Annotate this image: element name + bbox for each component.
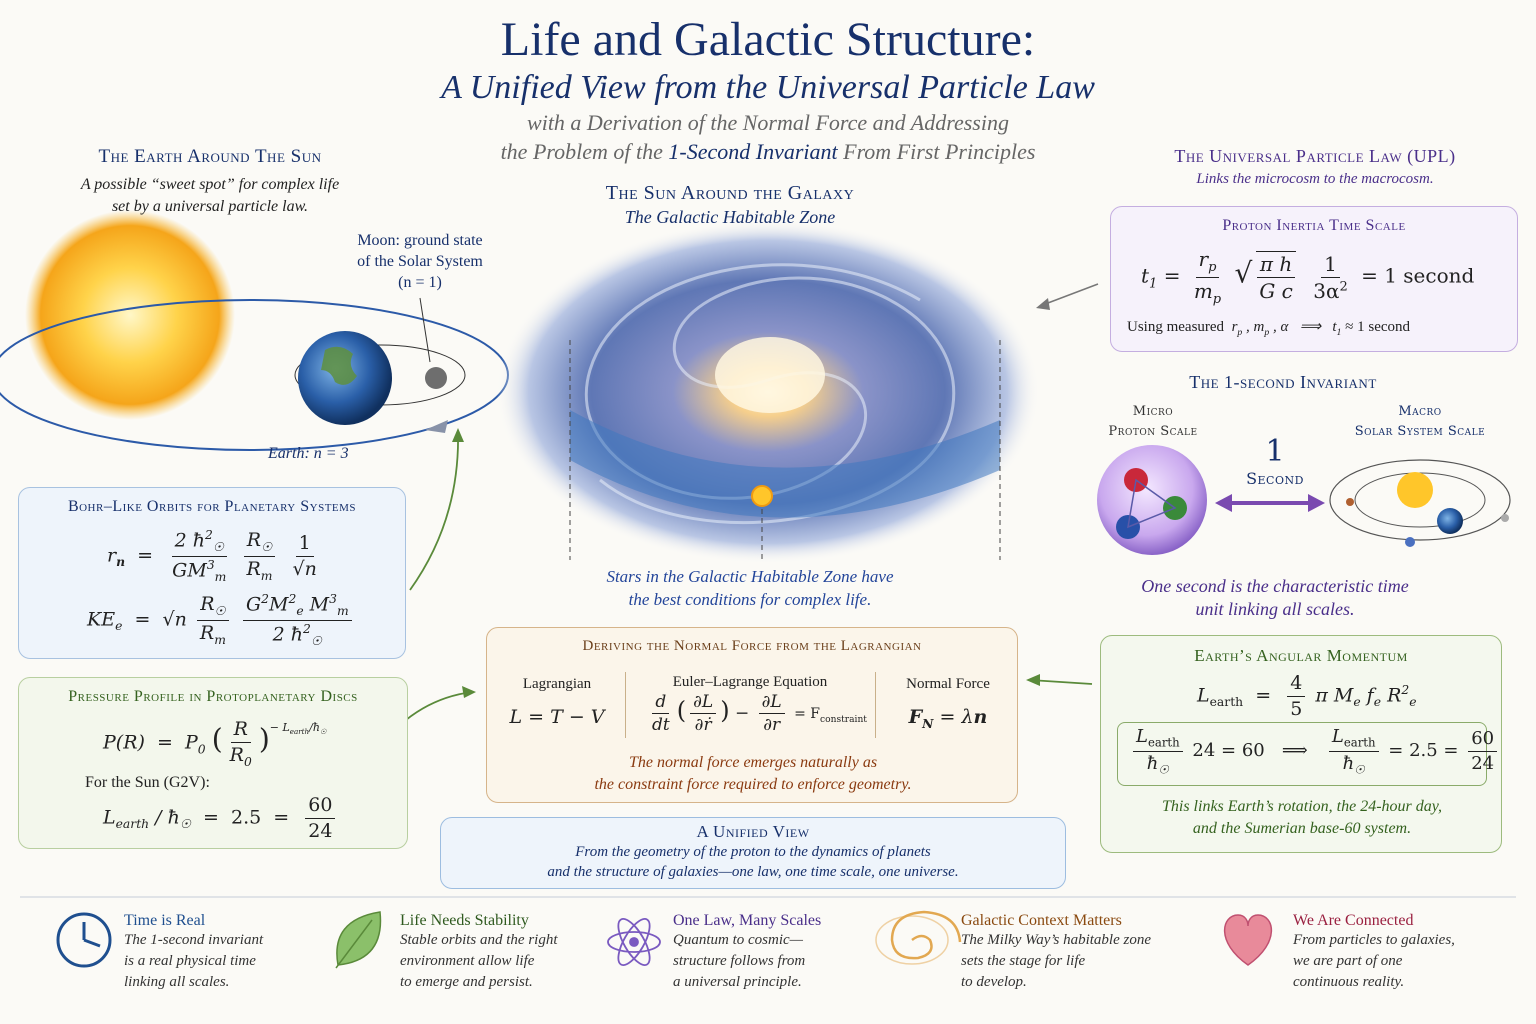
- galaxy-caption: Stars in the Galactic Habitable Zone hav…: [606, 567, 894, 609]
- angular-momentum-title: Earth’s Angular Momentum: [1194, 646, 1408, 665]
- unified-line-1: From the geometry of the proton to the d…: [575, 844, 931, 860]
- spiral-galaxy-icon: [875, 910, 962, 965]
- upl-subtitle: Links the microcosm to the macrocosm.: [1196, 171, 1434, 187]
- bohr-radius-equation: rn = 2 ħ2☉GM3m R☉Rm 1√n: [107, 528, 317, 585]
- leaf-icon: [335, 911, 382, 969]
- atom-icon: [607, 918, 661, 966]
- angular-caption: This links Earth’s rotation, the 24-hour…: [1161, 798, 1442, 837]
- arrow-bohr-to-earth: [409, 431, 459, 591]
- clock-icon: [56, 912, 112, 968]
- earth-sun-desc-1: A possible “sweet spot” for complex life: [80, 176, 340, 193]
- heart-icon: [1223, 914, 1273, 966]
- lagrangian-equation: L = T − V: [509, 706, 605, 728]
- proton-illustration: [1097, 445, 1207, 555]
- page-subtitle: A Unified View from the Universal Partic…: [441, 69, 1095, 106]
- unified-view-box: A Unified View From the geometry of the …: [440, 817, 1066, 889]
- sun-illustration: [25, 210, 235, 420]
- header-emphasis: 1-Second Invariant: [668, 139, 838, 164]
- moon-illustration: [425, 367, 447, 389]
- footer-item-galactic: Galactic Context Matters The Milky Way’s…: [961, 912, 1151, 990]
- header-line-1: with a Derivation of the Normal Force an…: [527, 110, 1009, 135]
- galactic-habitable-zone-band: [570, 410, 1000, 518]
- pressure-for-sun: For the Sun (G2V):: [85, 774, 210, 791]
- invariant-title: The 1-second Invariant: [1189, 372, 1377, 392]
- invariant-caption: One second is the characteristic time un…: [1141, 576, 1409, 619]
- one-second-label: 1 Second: [1246, 434, 1304, 489]
- mini-solar-system: [1329, 459, 1511, 541]
- moon-label: Moon: ground state of the Solar System (…: [357, 232, 483, 291]
- page-title: Life and Galactic Structure:: [500, 13, 1036, 66]
- galaxy-section: The Sun Around the Galaxy The Galactic H…: [530, 182, 930, 228]
- earth-sun-title: The Earth Around The Sun: [98, 146, 322, 167]
- proton-inertia-title: Proton Inertia Time Scale: [1222, 217, 1406, 234]
- lagrangian-label: Lagrangian: [522, 676, 592, 692]
- macro-label: Macro Solar System Scale: [1354, 404, 1486, 439]
- micro-label: Micro Proton Scale: [1108, 404, 1198, 439]
- normal-force-caption: The normal force emerges naturally as th…: [594, 754, 912, 793]
- bohr-title: Bohr–Like Orbits for Planetary Systems: [67, 498, 357, 515]
- euler-lagrange-label: Euler–Lagrange Equation: [672, 674, 828, 690]
- arrow-angular-to-normal: [1029, 679, 1093, 685]
- pressure-title: Pressure Profile in Protoplanetary Discs: [68, 688, 358, 705]
- upl-header: The Universal Particle Law (UPL) Links t…: [1110, 146, 1520, 188]
- normal-force-title: Deriving the Normal Force from the Lagra…: [582, 638, 922, 654]
- earth-n-label: Earth: n = 3: [268, 445, 349, 462]
- galaxy-title: The Sun Around the Galaxy: [605, 182, 855, 204]
- bohr-orbits-box: Bohr–Like Orbits for Planetary Systems r…: [18, 487, 406, 659]
- normal-force-box: Deriving the Normal Force from the Lagra…: [486, 627, 1018, 803]
- galaxy-subtitle: The Galactic Habitable Zone: [624, 207, 836, 227]
- earth-sun-section: The Earth Around The Sun A possible “swe…: [20, 146, 400, 218]
- earth-sun-desc-2: set by a universal particle law.: [111, 198, 309, 215]
- footer-item-connected: We Are Connected From particles to galax…: [1293, 912, 1455, 990]
- footer-item-time: Time is Real The 1-second invariant is a…: [124, 912, 264, 990]
- sun-in-galaxy-marker: [751, 485, 773, 507]
- normal-force-equation: FN = λn: [908, 706, 988, 731]
- proton-inertia-using: Using measured rp , mp , α ⟹ t1 ≈ 1 seco…: [1127, 319, 1411, 338]
- header-line-2: the Problem of the 1-Second Invariant Fr…: [500, 139, 1036, 164]
- unified-title: A Unified View: [696, 822, 810, 841]
- arrow-upl-to-galaxy: [1039, 283, 1099, 307]
- footer-item-life: Life Needs Stability Stable orbits and t…: [400, 912, 558, 990]
- normal-force-label: Normal Force: [906, 676, 990, 692]
- unified-line-2: and the structure of galaxies—one law, o…: [547, 864, 959, 880]
- header: Life and Galactic Structure: A Unified V…: [0, 12, 1536, 166]
- upl-title: The Universal Particle Law (UPL): [1174, 146, 1456, 166]
- footer-item-law: One Law, Many Scales Quantum to cosmic— …: [673, 912, 822, 990]
- pressure-profile-box: Pressure Profile in Protoplanetary Discs…: [18, 677, 408, 849]
